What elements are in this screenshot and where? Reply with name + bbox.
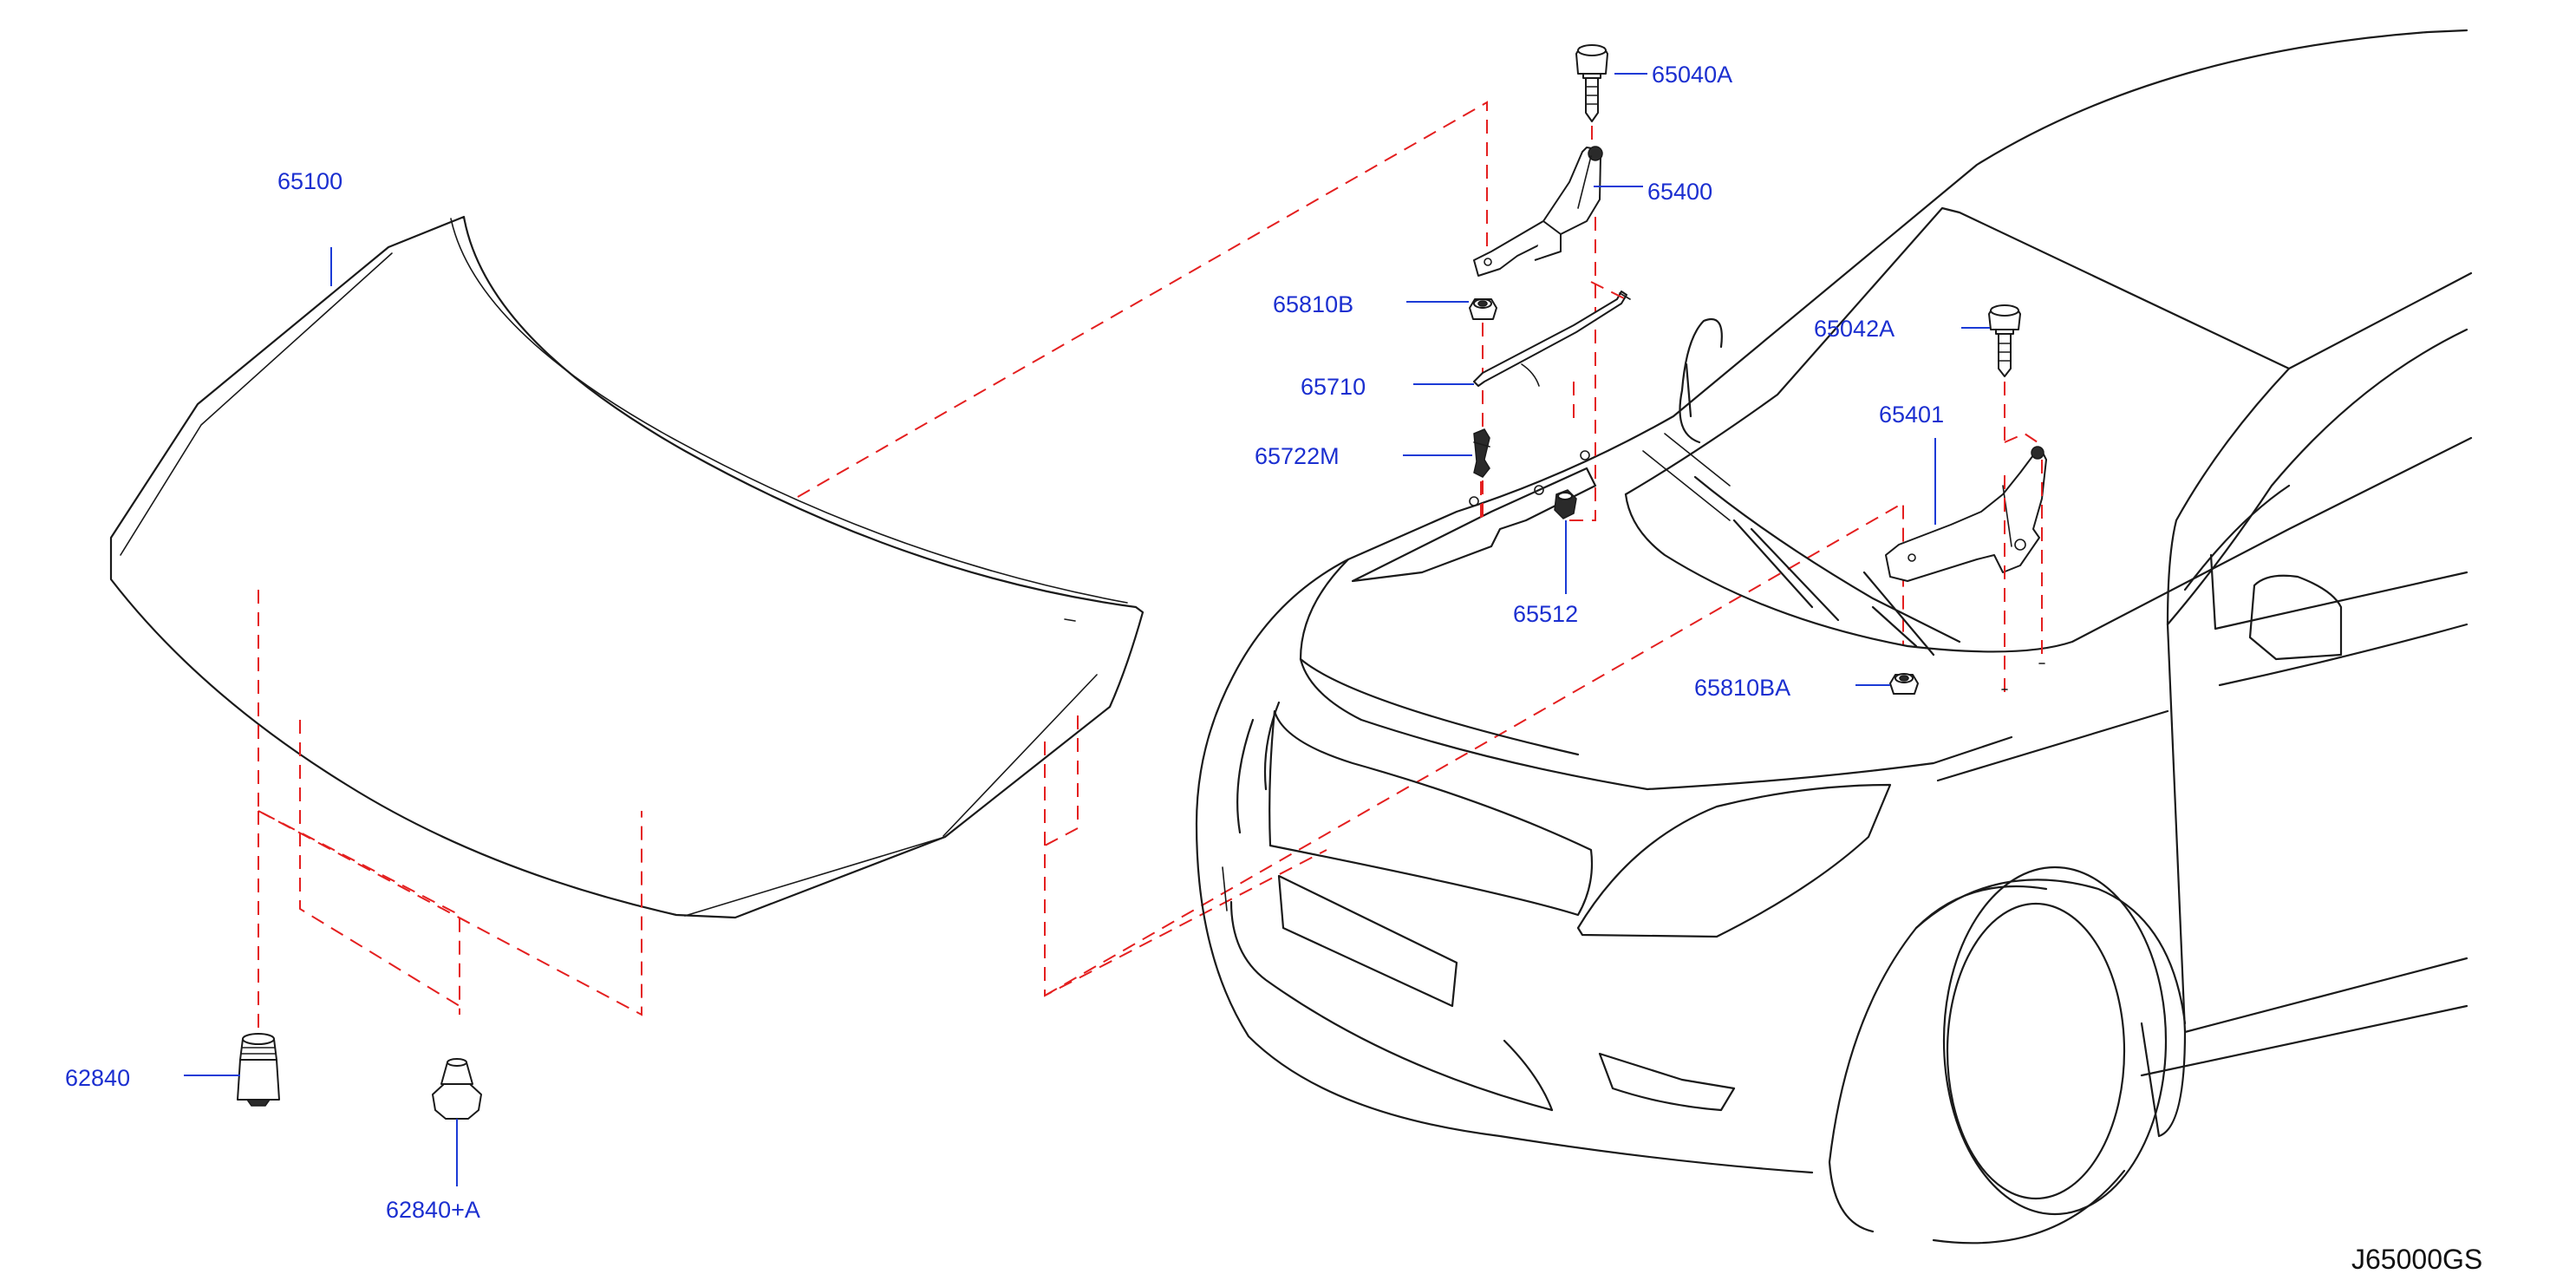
- label-hinge-bolt-right: 65042A: [1814, 316, 1895, 342]
- label-nut-right: 65810BA: [1694, 675, 1790, 701]
- leader-lines: [184, 73, 1990, 1186]
- cowl-plate: [1351, 450, 1597, 583]
- label-bumper-rubber: 62840: [65, 1065, 130, 1091]
- hinge-65401[interactable]: [1885, 432, 2047, 694]
- hood-guides: [258, 101, 1904, 1032]
- label-bumper-rubber-alt: 62840+A: [386, 1197, 480, 1223]
- grommet-65512[interactable]: [1554, 489, 1577, 519]
- label-hinge-bolt-left: 65040A: [1652, 62, 1732, 88]
- bolt-65040a[interactable]: [1575, 44, 1608, 122]
- nut-65810ba[interactable]: [1889, 673, 1919, 695]
- label-hood: 65100: [277, 168, 342, 194]
- bumper-rubber-62840a[interactable]: [432, 1058, 482, 1120]
- bumper-rubber-62840[interactable]: [237, 1033, 280, 1107]
- clip-65722m[interactable]: [1473, 428, 1490, 478]
- label-hood-grommet: 65512: [1513, 601, 1578, 627]
- support-rod-65710-guide-2: [1590, 281, 1627, 300]
- diagram-code: J65000GS: [2351, 1244, 2482, 1275]
- label-nut-left: 65810B: [1273, 291, 1353, 317]
- hood-panel[interactable]: [109, 215, 1145, 919]
- label-support-rod: 65710: [1301, 374, 1366, 400]
- bolt-65042a[interactable]: [1988, 304, 2021, 377]
- label-hinge-right: 65401: [1879, 402, 1944, 428]
- nut-65810b[interactable]: [1469, 298, 1497, 320]
- label-rod-clip: 65722M: [1255, 443, 1340, 469]
- hinge-65400[interactable]: [1473, 146, 1603, 277]
- label-hinge-left: 65400: [1647, 179, 1712, 205]
- support-rod-65710[interactable]: [1473, 291, 1631, 387]
- vehicle-body: [1195, 29, 2473, 1245]
